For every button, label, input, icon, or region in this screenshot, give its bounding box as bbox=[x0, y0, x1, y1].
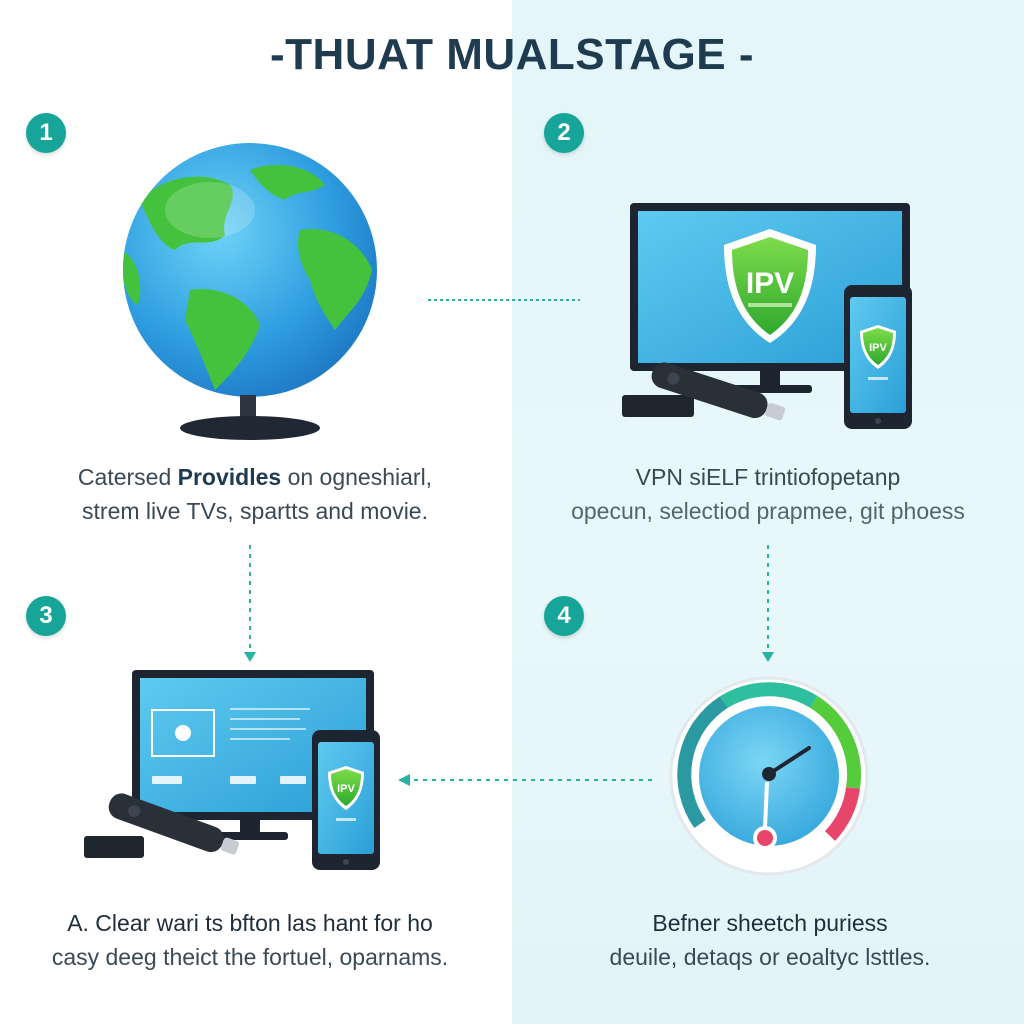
step-3-phone-shield-text: IPV bbox=[337, 783, 355, 795]
tv-phone-shield-icon: IPV IPV bbox=[622, 203, 912, 429]
step-caption-2-line-1: VPN siELF trintiofopetanp bbox=[635, 464, 901, 490]
connector-1-to-3 bbox=[244, 545, 256, 662]
step-badge-1: 1 bbox=[26, 113, 66, 153]
step-caption-4: Befner sheetch puriess deuile, detaqs or… bbox=[560, 906, 980, 974]
connector-2-to-4 bbox=[762, 545, 774, 662]
globe-icon bbox=[123, 143, 377, 440]
step-badge-2: 2 bbox=[544, 113, 584, 153]
tv-phone-streaming-icon: IPV bbox=[84, 670, 380, 870]
connector-4-to-3 bbox=[398, 774, 652, 786]
page-title: -THUAT MUALSTAGE - bbox=[270, 30, 754, 79]
step-badge-4: 4 bbox=[544, 596, 584, 636]
step-caption-1-line-2: strem live TVs, spartts and movie. bbox=[82, 498, 428, 524]
step-caption-4-line-1: Befner sheetch puriess bbox=[652, 910, 888, 936]
step-caption-4-line-2: deuile, detaqs or eoaltyc lsttles. bbox=[609, 944, 931, 970]
step-caption-3: A. Clear wari ts bfton las hant for ho c… bbox=[40, 906, 460, 974]
step-caption-1: Catersed Providles on ogneshiarl, strem … bbox=[45, 460, 465, 528]
speedometer-icon bbox=[669, 676, 869, 876]
step-caption-2-line-2: opecun, selectiod prapmee, git phoess bbox=[571, 498, 965, 524]
step-badge-3: 3 bbox=[26, 596, 66, 636]
step-caption-3-line-1: A. Clear wari ts bfton las hant for ho bbox=[67, 910, 433, 936]
phone-shield-text: IPV bbox=[869, 342, 887, 354]
step-caption-3-line-2: casy deeg theict the fortuel, oparnams. bbox=[51, 944, 449, 970]
step-caption-1-line-1: Catersed Providles on ogneshiarl, bbox=[77, 464, 433, 490]
tv-shield-text: IPV bbox=[746, 267, 794, 300]
step-caption-2: VPN siELF trintiofopetanp opecun, select… bbox=[558, 460, 978, 528]
